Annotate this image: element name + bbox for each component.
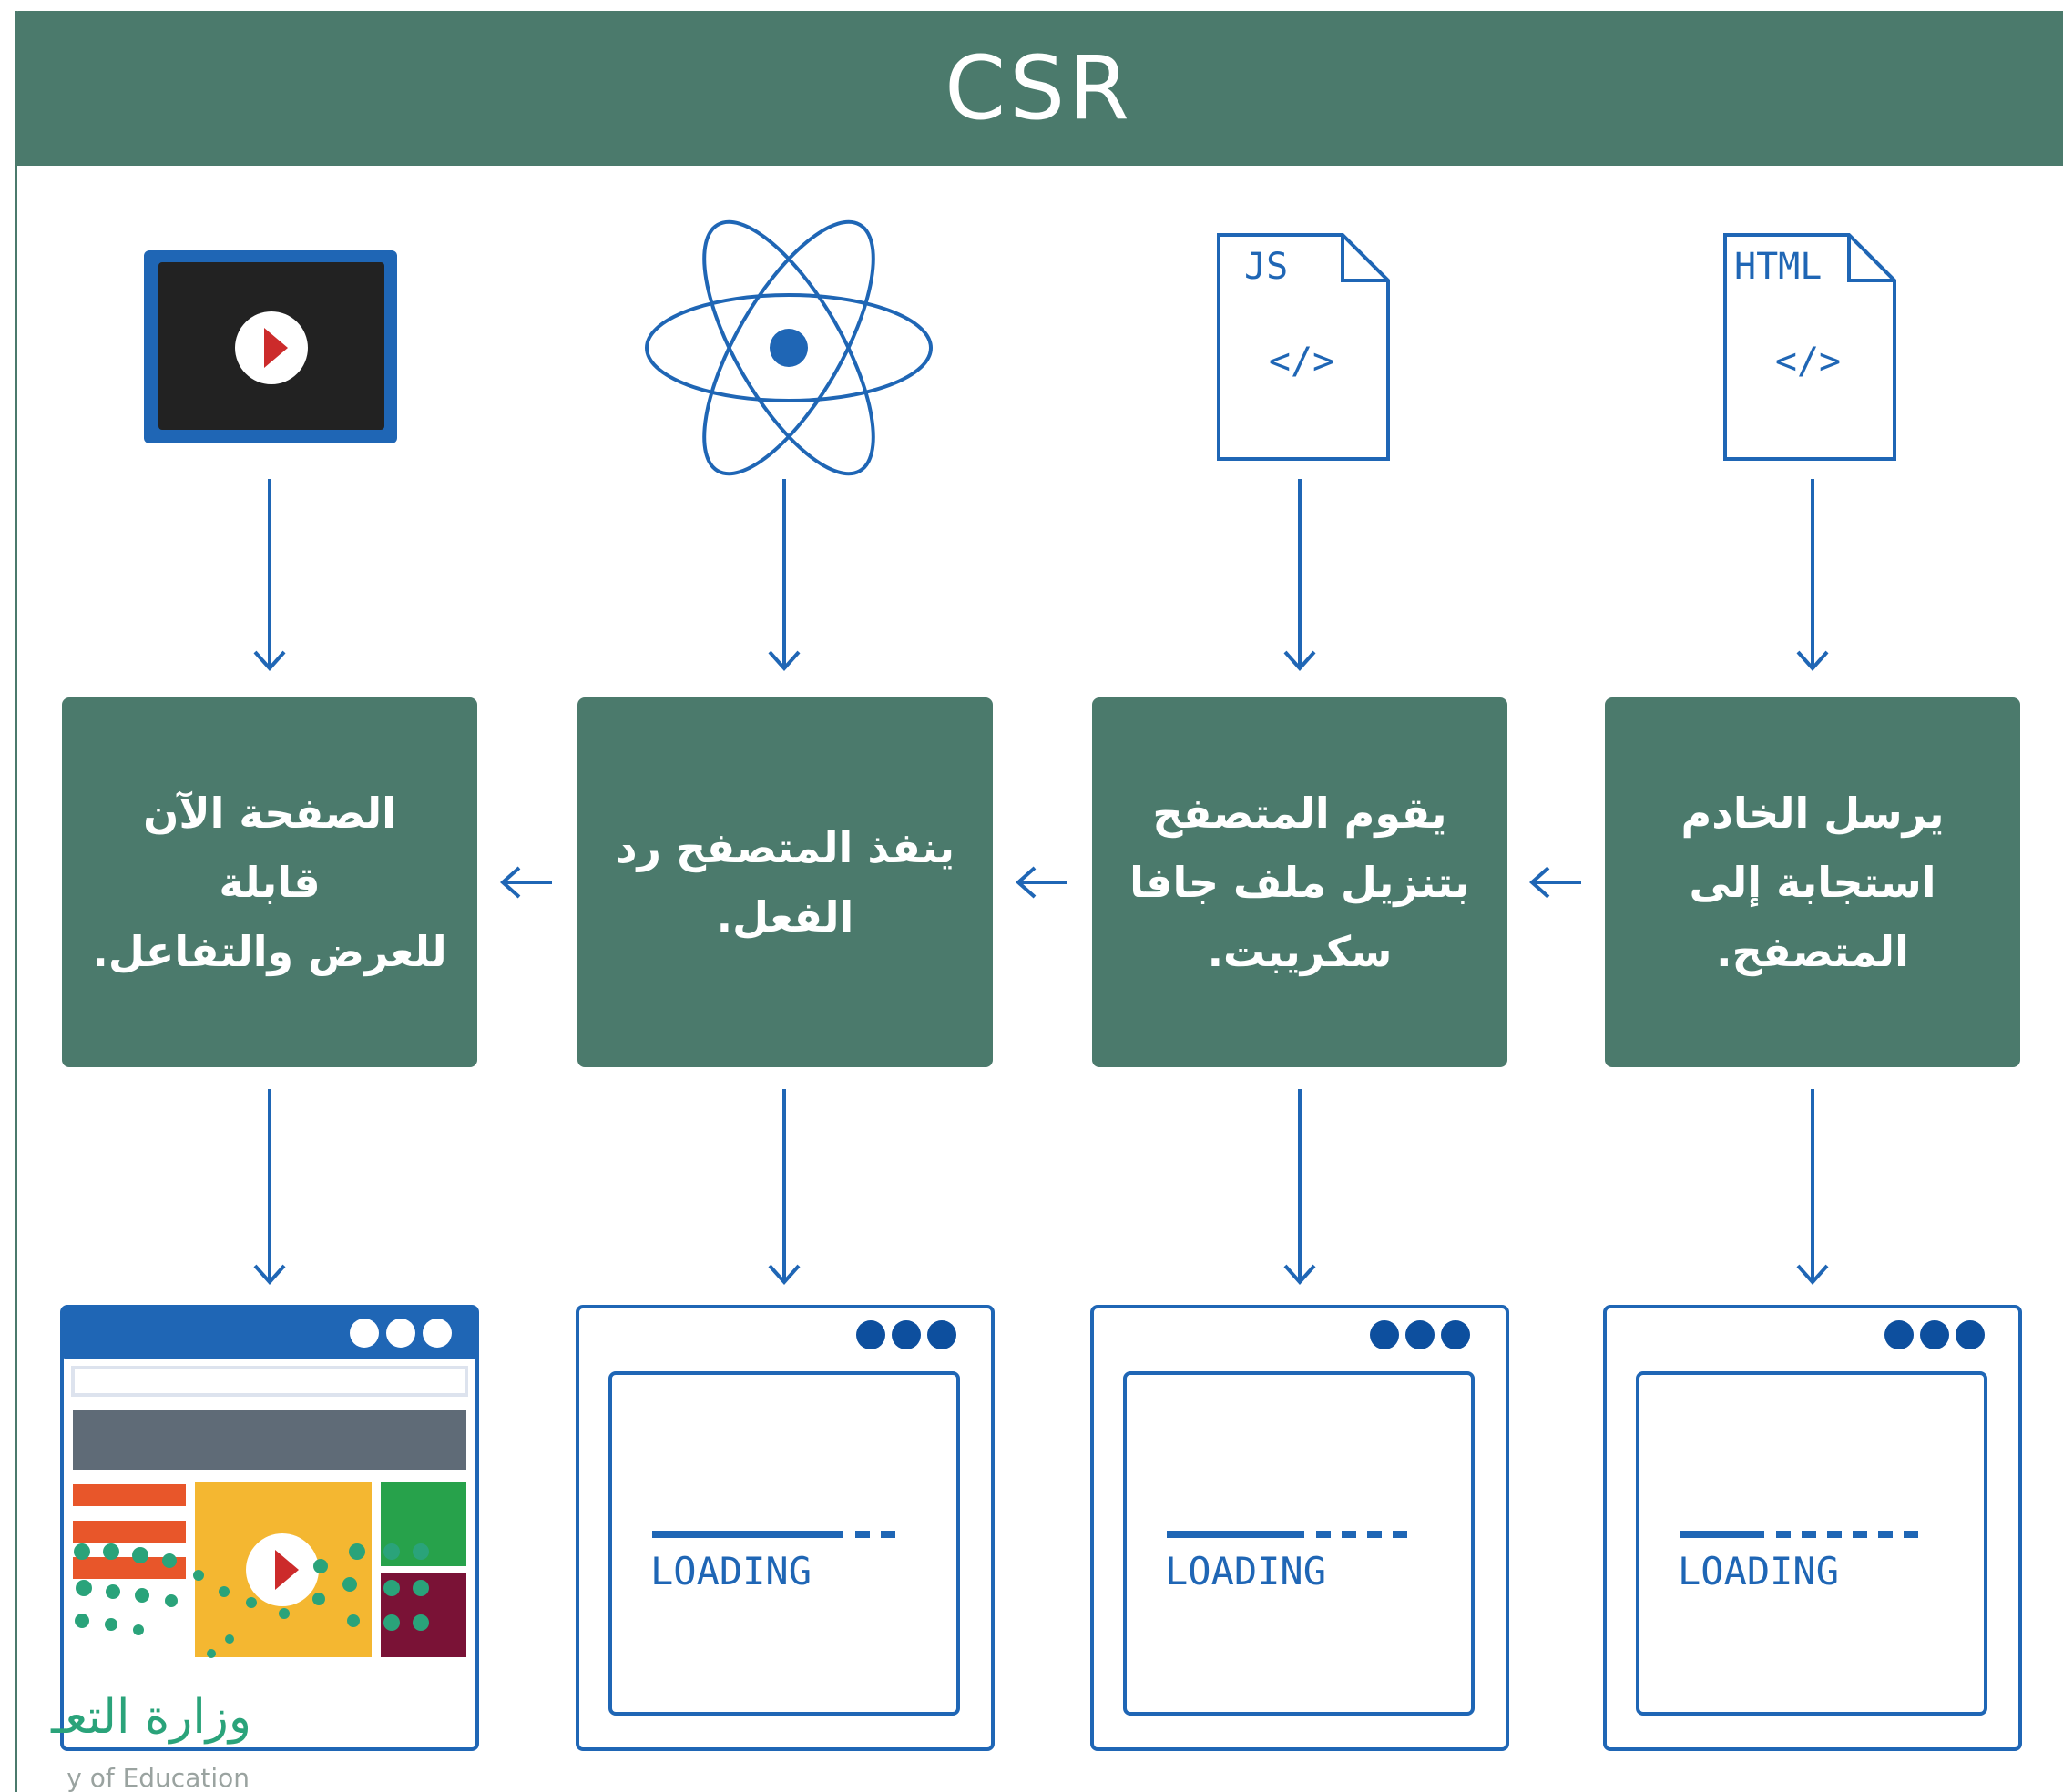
logo-text-english: y of Education xyxy=(66,1763,250,1792)
loading-label: LOADING xyxy=(1678,1549,1839,1593)
window-dot-icon xyxy=(856,1320,885,1349)
window-dot-icon xyxy=(1405,1320,1435,1349)
js-code-symbol: </> xyxy=(1269,341,1334,382)
step-text-server-response: يرسل الخادم استجابة إلى المتصفح. xyxy=(1680,789,1945,976)
browser-window-loading-2: LOADING xyxy=(1090,1305,1509,1751)
loading-label: LOADING xyxy=(1165,1549,1326,1593)
window-dot-icon xyxy=(892,1320,921,1349)
js-file-icon: JS </> xyxy=(1217,233,1390,461)
browser-window-rendered xyxy=(60,1305,479,1751)
atom-icon xyxy=(645,219,933,476)
window-dot-icon xyxy=(1920,1320,1949,1349)
step-box-download-js: يقوم المتصفح بتنزيل ملف جافا سكريبت. xyxy=(1092,697,1507,1067)
diagram-frame xyxy=(15,11,2063,1792)
step-text-page-interactive: الصفحة الآن قابلة للعرض والتفاعل. xyxy=(92,789,447,976)
browser-window-loading-1: LOADING xyxy=(1603,1305,2022,1751)
window-dot-icon xyxy=(927,1320,956,1349)
html-file-label: HTML xyxy=(1734,246,1822,288)
window-dot-icon xyxy=(1370,1320,1399,1349)
step-text-execute-react: ينفذ المتصفح رد الفعل. xyxy=(615,823,955,942)
js-file-label: JS xyxy=(1244,246,1288,288)
html-code-symbol: </> xyxy=(1775,341,1841,382)
window-dot-icon xyxy=(1884,1320,1914,1349)
logo-text-arabic: وزارة التعـ xyxy=(51,1690,251,1745)
html-file-icon: HTML </> xyxy=(1723,233,1896,461)
diagram-header: CSR xyxy=(15,11,2063,166)
window-dot-icon xyxy=(1956,1320,1985,1349)
window-dot-icon xyxy=(350,1319,379,1348)
window-dot-icon xyxy=(1441,1320,1470,1349)
logo-dots-decoration xyxy=(74,1543,429,1658)
step-text-download-js: يقوم المتصفح بتنزيل ملف جافا سكريبت. xyxy=(1129,789,1470,976)
loading-label: LOADING xyxy=(650,1549,812,1593)
diagram-title: CSR xyxy=(945,37,1133,139)
step-box-server-response: يرسل الخادم استجابة إلى المتصفح. xyxy=(1605,697,2020,1067)
window-dot-icon xyxy=(386,1319,415,1348)
window-dot-icon xyxy=(423,1319,452,1348)
step-box-page-interactive: الصفحة الآن قابلة للعرض والتفاعل. xyxy=(62,697,477,1067)
step-box-execute-react: ينفذ المتصفح رد الفعل. xyxy=(577,697,993,1067)
ministry-logo: وزارة التعـ y of Education xyxy=(0,1690,264,1792)
browser-window-loading-3: LOADING xyxy=(576,1305,995,1751)
video-player-icon xyxy=(144,250,397,443)
